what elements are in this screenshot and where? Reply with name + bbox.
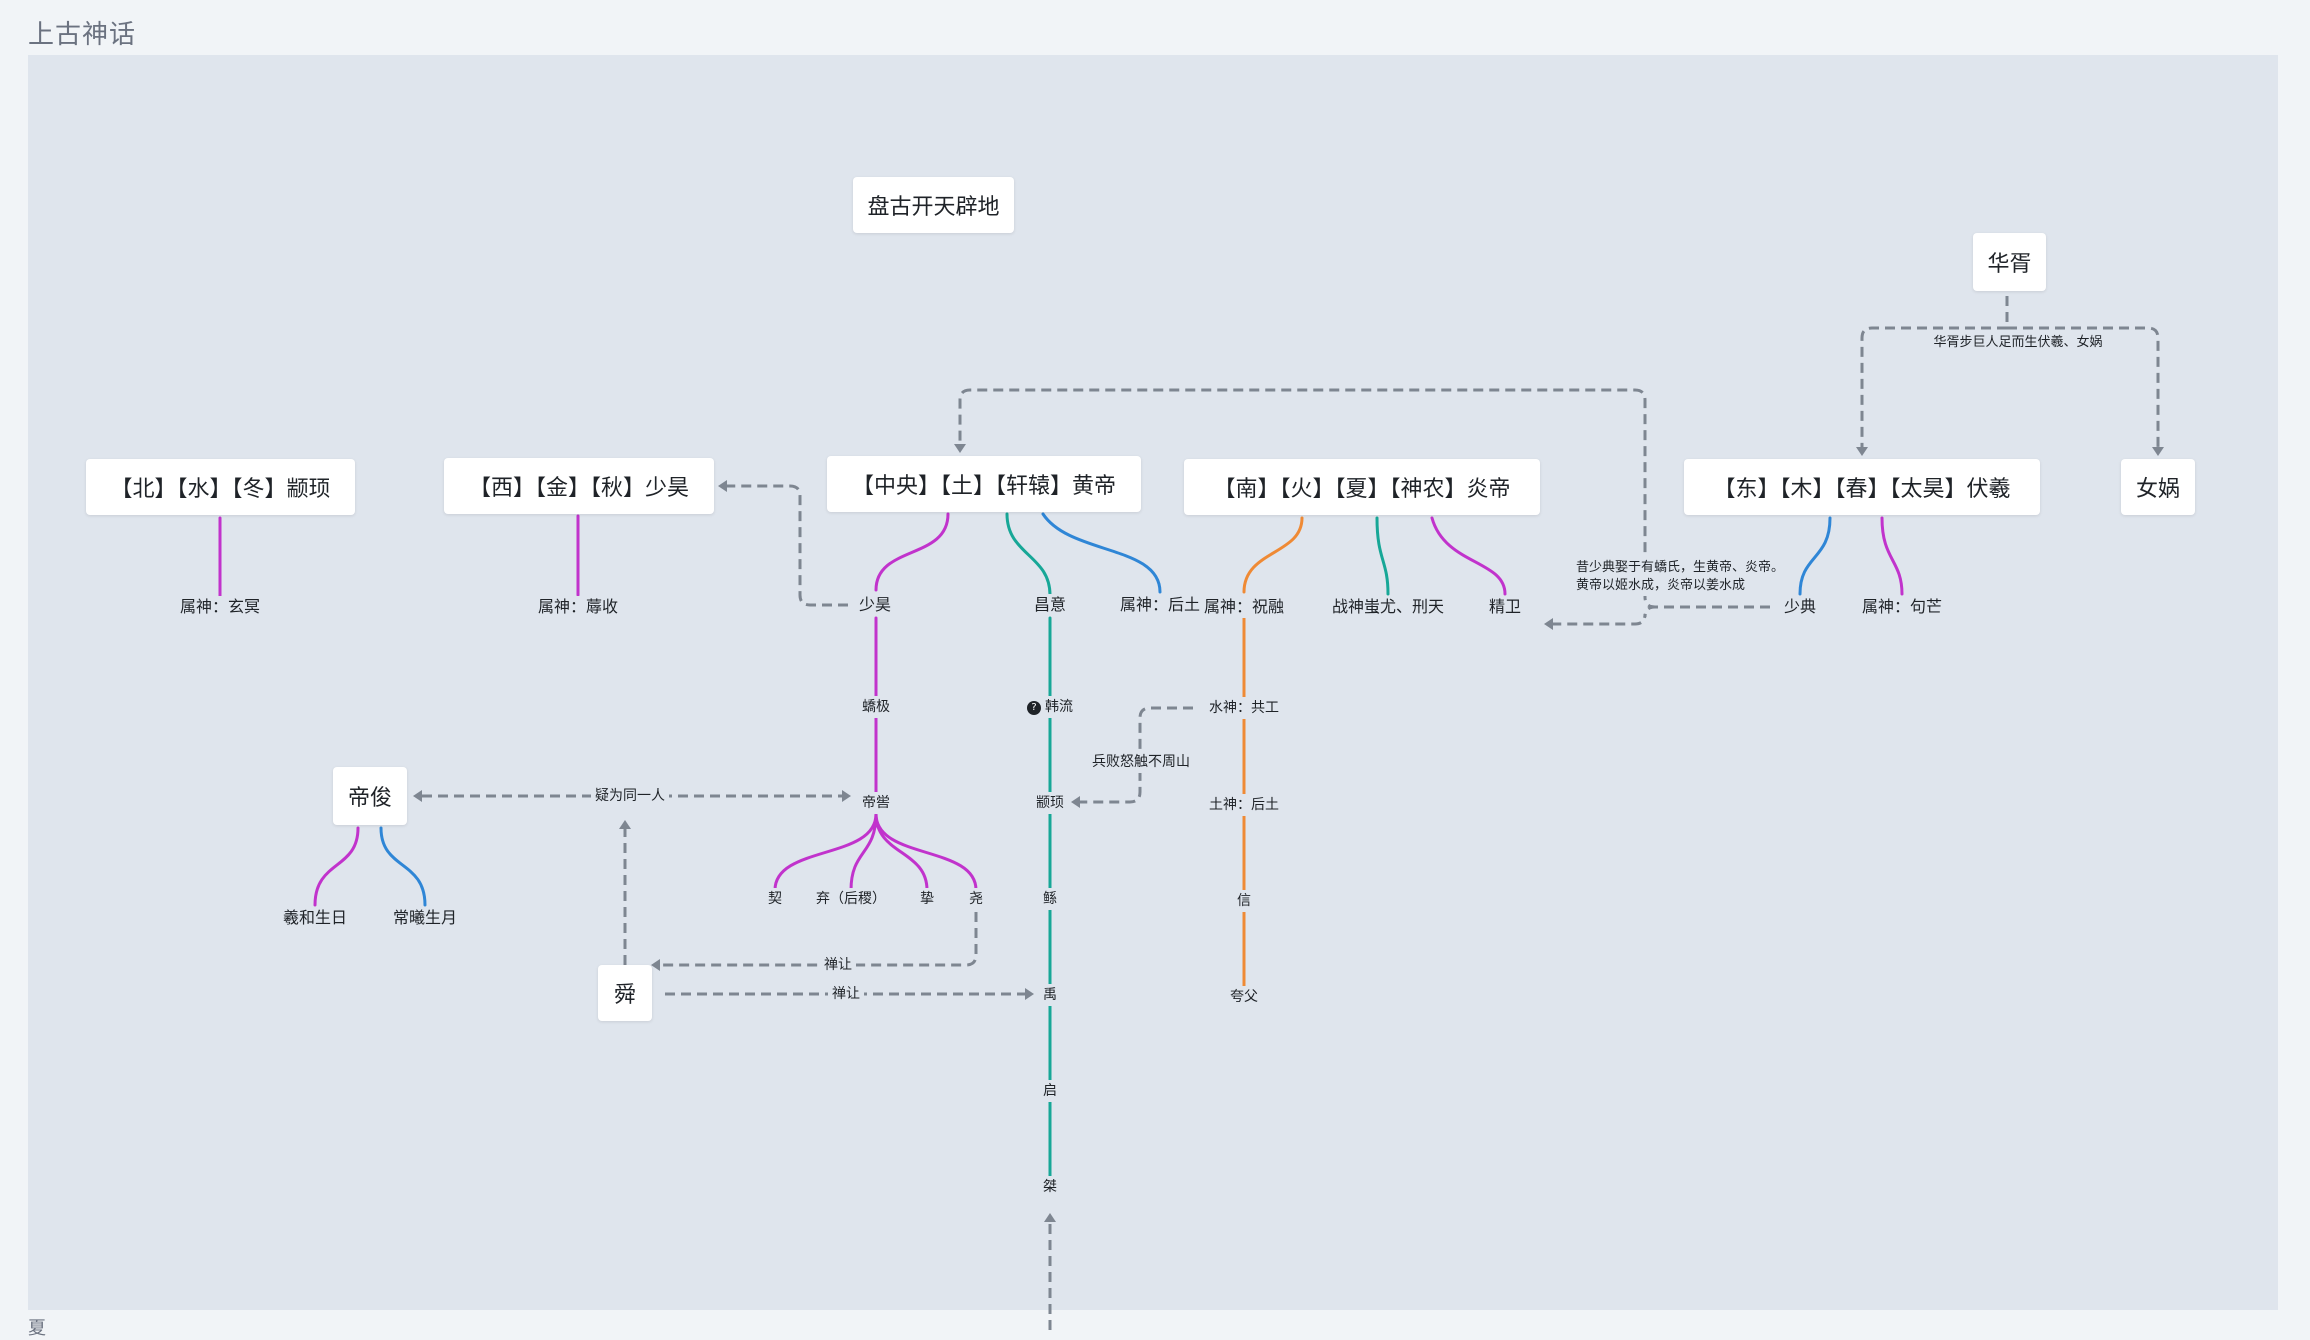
label-houtu-south[interactable]: 土神：后土 [1205,794,1283,816]
label-zhurong[interactable]: 属神：祝融 [1199,596,1289,618]
arrow-fuxi [1856,447,1868,456]
edge-digu-xie [773,812,878,892]
edge-digu-zhi [874,812,929,892]
label-kuafu[interactable]: 夸父 [1226,986,1262,1008]
arrow-shun-yao [651,959,660,971]
node-center[interactable]: 【中央】【土】【轩辕】黄帝 [827,456,1141,512]
node-nuwa[interactable]: 女娲 [2121,459,2195,515]
node-south[interactable]: 【南】【火】【夏】【神农】炎帝 [1184,459,1540,515]
edge-shaodian-yandi [1553,605,1770,626]
label-jiaoji[interactable]: 蟜极 [858,696,894,718]
edge-yao-shun [660,912,978,967]
node-west[interactable]: 【西】【金】【秋】少昊 [444,458,714,514]
label-yu[interactable]: 禹 [1039,984,1061,1006]
label-jie[interactable]: 桀 [1039,1176,1061,1198]
label-qi[interactable]: 启 [1039,1080,1061,1102]
label-gun[interactable]: 鲧 [1039,888,1061,910]
page-title: 上古神话 [28,20,137,50]
arrow-shun-up [619,820,631,829]
edge-dijun-xihe [313,826,360,907]
node-shun[interactable]: 舜 [598,965,652,1021]
arrow-jie [1044,1213,1056,1222]
arrow-huangdi [954,444,966,453]
arrow-nuwa [2152,447,2164,456]
label-zhi[interactable]: 挚 [916,888,938,910]
edge-label-same-person: 疑为同一人 [591,785,669,807]
label-hanliu-text: 韩流 [1045,699,1073,715]
arrow-digu [842,790,851,802]
label-xuanming[interactable]: 属神：玄冥 [175,596,265,618]
edge-label-shaodian: 昔少典娶于有蟜氏，生黄帝、炎帝。 黄帝以姬水成，炎帝以姜水成 [1571,558,1789,596]
edge-huaxu-nuwa [2007,326,2160,447]
label-xin[interactable]: 信 [1233,890,1255,912]
label-gonggong[interactable]: 水神：共工 [1205,697,1283,719]
edge-label-buzhou: 兵败怒触不周山 [1088,751,1194,773]
edge-east-goumang [1880,516,1904,596]
edge-digu-qi [849,812,878,892]
label-zhuanxu[interactable]: 颛顼 [1032,792,1068,814]
label-shaohao[interactable]: 少昊 [854,594,896,616]
edge-south-zhurong [1242,516,1304,594]
edge-label-shanrang-2: 禅让 [828,983,864,1005]
edge-south-jingwei [1430,516,1507,596]
label-yao[interactable]: 尧 [965,888,987,910]
arrow-yu [1025,988,1034,1000]
label-digu[interactable]: 帝喾 [858,792,894,814]
label-goumang[interactable]: 属神：句芒 [1857,596,1947,618]
label-changyi[interactable]: 昌意 [1029,594,1071,616]
edge-east-shaodian [1798,516,1832,596]
edge-south-chiyou [1375,516,1390,596]
arrow-west [718,480,727,492]
edge-center-changyi [1005,512,1052,597]
arrow-yandi [1544,618,1553,630]
edge-center-shaohao [874,512,950,592]
next-section-title: 夏 [28,1318,46,1339]
label-hanliu[interactable]: ? 韩流 [1023,696,1077,718]
label-shaodian[interactable]: 少典 [1779,596,1821,618]
edge-label-shanrang-1: 禅让 [820,954,856,976]
edge-digu-yao [874,812,978,892]
node-pangu[interactable]: 盘古开天辟地 [853,177,1014,233]
edge-shaodian-huangdi [958,388,1770,609]
node-east[interactable]: 【东】【木】【春】【太昊】伏羲 [1684,459,2040,515]
label-xie[interactable]: 契 [764,888,786,910]
edge-label-huaxu: 华胥步巨人足而生伏羲、女娲 [1929,332,2107,354]
edge-center-houtu [1041,512,1162,594]
label-changxi[interactable]: 常曦生月 [388,907,462,929]
label-rushou[interactable]: 属神：蓐收 [533,596,623,618]
label-jingwei[interactable]: 精卫 [1484,596,1526,618]
edge-shaohao-west [727,484,848,607]
label-chiyou[interactable]: 战神蚩尤、刑天 [1327,596,1449,618]
arrow-dijun [413,790,422,802]
node-north[interactable]: 【北】【水】【冬】颛顼 [86,459,355,515]
edge-dijun-changxi [379,826,427,907]
edge-huaxu-fuxi [1860,326,2007,447]
mindmap-canvas[interactable] [28,55,2278,1310]
arrow-zhuanxu [1071,796,1080,808]
label-qi-houji[interactable]: 弃（后稷） [812,888,890,910]
label-xihe[interactable]: 羲和生日 [278,907,352,929]
question-icon: ? [1027,701,1041,715]
node-dijun[interactable]: 帝俊 [333,767,407,825]
node-huaxu[interactable]: 华胥 [1973,233,2046,291]
label-houtu-center[interactable]: 属神：后土 [1115,594,1205,616]
